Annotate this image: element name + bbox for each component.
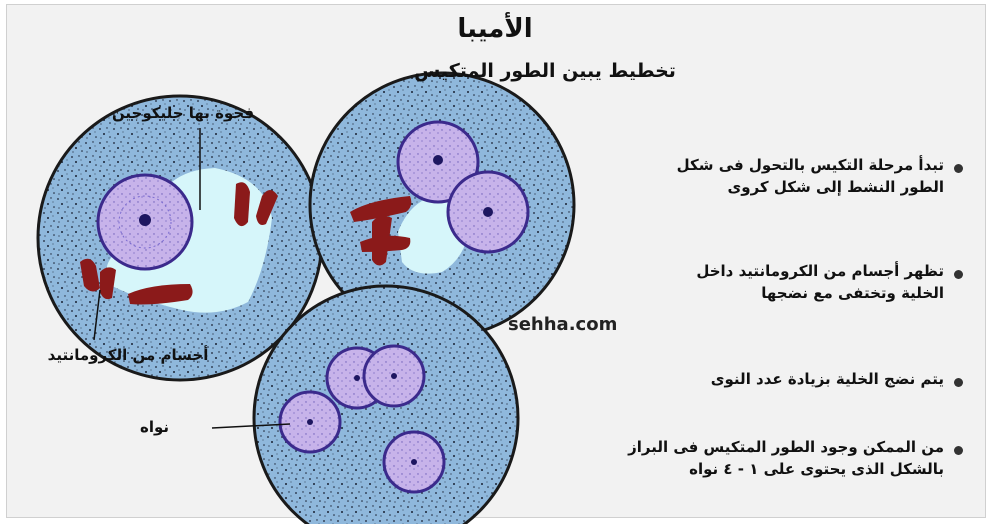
label-nucleus: نواه (140, 418, 210, 436)
bullet-dot (954, 270, 963, 279)
bullet-text-4: من الممكن وجود الطور المتكيس فى البراز ب… (628, 436, 944, 480)
bullet-dot (954, 164, 963, 173)
cyst-early (38, 96, 322, 380)
bullet-4-line-2: بالشكل الذى يحتوى على ١ - ٤ نواه (628, 458, 944, 480)
bullet-text-2: تظهر أجسام من الكرومانتيد داخل الخلية وت… (696, 260, 944, 304)
diagram-title: الأميبا (430, 14, 560, 44)
nucleus-karyosome (139, 214, 151, 226)
bullet-2-line-2: الخلية وتختفى مع نضجها (696, 282, 944, 304)
bullet-1-line-1: تبدأ مرحلة التكيس بالتحول فى شكل (677, 154, 944, 176)
bullet-dot (954, 446, 963, 455)
bullet-1-line-2: الطور النشط إلى شكل كروى (677, 176, 944, 198)
diagram-subtitle: تخطيط يبين الطور المتكيس (360, 60, 730, 82)
bullet-3-line-1: يتم نضج الخلية بزيادة عدد النوى (711, 368, 944, 390)
cyst-mature (254, 286, 518, 524)
bullet-text-1: تبدأ مرحلة التكيس بالتحول فى شكل الطور ا… (677, 154, 944, 198)
watermark: sehha.com (508, 314, 617, 335)
label-chromatoid-bodies: أجسام من الكرومانتيد (8, 346, 248, 364)
label-glycogen-vacuole: فجوة بها جليكوجين (88, 104, 278, 122)
bullet-dot (954, 378, 963, 387)
bullet-4-line-1: من الممكن وجود الطور المتكيس فى البراز (628, 436, 944, 458)
bullet-2-line-1: تظهر أجسام من الكرومانتيد داخل (696, 260, 944, 282)
bullet-text-3: يتم نضج الخلية بزيادة عدد النوى (711, 368, 944, 390)
